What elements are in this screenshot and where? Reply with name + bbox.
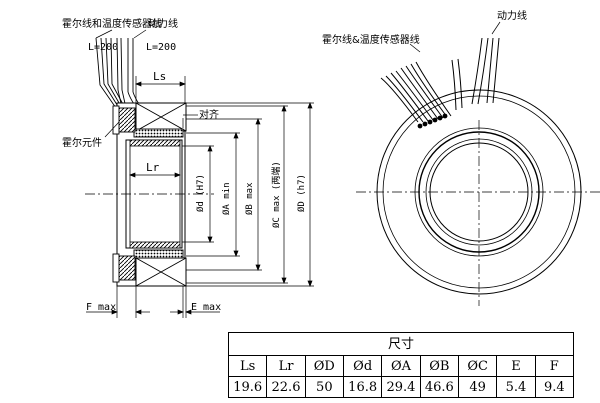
value-cell: 19.6 (227, 376, 268, 398)
b-max-label: ØB max (244, 182, 255, 215)
lr-dimension (129, 172, 181, 178)
header-cell: ØC (457, 355, 498, 377)
value-cell: 29.4 (381, 376, 421, 398)
c-max-label: ØC max (两端) (270, 161, 282, 228)
e-max-label: E max (191, 302, 221, 313)
side-view: Ls Lr 对齐 (62, 17, 314, 318)
power-wire-leader (133, 29, 147, 39)
a-min-label: ØA min (221, 182, 232, 215)
hall-lead-dots (417, 113, 448, 129)
hall-wire-leader (95, 29, 113, 39)
align-label: 对齐 (199, 108, 219, 121)
header-cell: Lr (266, 355, 306, 377)
front-hall-leader (409, 43, 421, 53)
bottom-dimensions (86, 286, 220, 318)
hall-temp-wire-label: 霍尔线和温度传感器线 (62, 17, 162, 30)
front-power-wire-label: 动力线 (497, 9, 527, 22)
d-h7-label: Ød (H7) (195, 174, 206, 212)
hall-element-label: 霍尔元件 (62, 136, 102, 149)
front-hall-temp-label: 霍尔线&温度传感器线 (322, 33, 420, 46)
header-cell: ØB (419, 355, 459, 377)
value-cell: 50 (304, 376, 344, 398)
power-wire-length: L=200 (146, 42, 176, 53)
diameter-dimensions (182, 102, 314, 287)
ls-dimension (135, 76, 186, 103)
header-cell: F (534, 355, 575, 377)
align-marker (182, 114, 198, 128)
value-cell: 46.6 (419, 376, 459, 398)
ls-label: Ls (153, 70, 166, 83)
front-wires (380, 37, 500, 123)
table-header-row: Ls Lr ØD Ød ØA ØB ØC E F (227, 355, 575, 377)
lr-label: Lr (146, 161, 160, 174)
table-value-row: 19.6 22.6 50 16.8 29.4 46.6 49 5.4 9.4 (227, 376, 575, 398)
dimension-table: 尺寸 Ls Lr ØD Ød ØA ØB ØC E F 19.6 22.6 50… (227, 332, 575, 398)
header-cell: Ød (342, 355, 383, 377)
table-caption-row: 尺寸 (228, 332, 574, 356)
header-cell: ØA (381, 355, 421, 377)
header-cell: E (496, 355, 536, 377)
power-wire-label: 动力线 (148, 17, 178, 30)
header-cell: Ls (227, 355, 268, 377)
value-cell: 9.4 (534, 376, 575, 398)
table-caption: 尺寸 (228, 332, 574, 356)
front-power-leader (491, 21, 501, 35)
value-cell: 16.8 (342, 376, 383, 398)
side-wires (95, 37, 140, 109)
d-h7-outer-label: ØD (h7) (296, 174, 307, 212)
header-cell: ØD (304, 355, 344, 377)
hall-wire-length: L=200 (88, 42, 118, 53)
hall-element-leader (104, 121, 120, 138)
f-max-label: F max (86, 302, 116, 313)
front-view: 霍尔线&温度传感器线 动力线 (322, 9, 600, 306)
value-cell: 22.6 (266, 376, 306, 398)
value-cell: 5.4 (496, 376, 536, 398)
value-cell: 49 (457, 376, 498, 398)
